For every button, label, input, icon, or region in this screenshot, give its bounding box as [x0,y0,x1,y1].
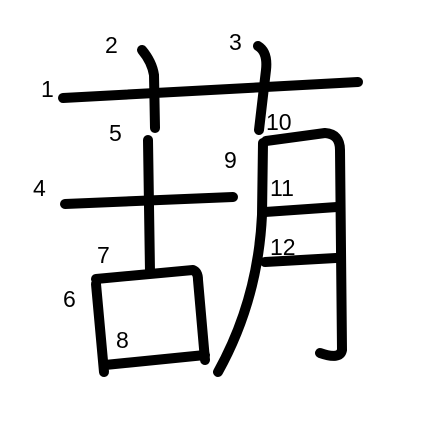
stroke-11 [260,202,342,217]
stroke-3 [253,41,272,135]
stroke-7 [91,265,210,365]
stroke-8 [100,350,210,370]
stroke-number-10: 10 [266,109,292,135]
stroke-number-3: 3 [229,29,242,55]
stroke-2 [137,45,160,133]
stroke-number-6: 6 [63,286,76,312]
stroke-numbers: 1 2 3 4 5 6 7 8 9 10 11 12 [33,29,296,353]
stroke-number-11: 11 [270,175,294,201]
stroke-10 [261,128,347,361]
stroke-number-2: 2 [105,32,118,58]
stroke-number-8: 8 [116,327,129,353]
stroke-number-9: 9 [224,147,237,173]
stroke-5 [143,135,155,277]
stroke-number-7: 7 [97,242,110,268]
stroke-number-12: 12 [270,234,296,260]
stroke-1 [58,77,363,103]
stroke-12 [260,253,341,267]
stroke-9 [213,138,268,377]
strokes [58,41,363,377]
stroke-number-4: 4 [33,175,46,201]
stroke-6 [91,279,109,377]
stroke-4 [60,192,238,209]
stroke-number-5: 5 [109,120,122,146]
stroke-number-1: 1 [41,76,54,102]
